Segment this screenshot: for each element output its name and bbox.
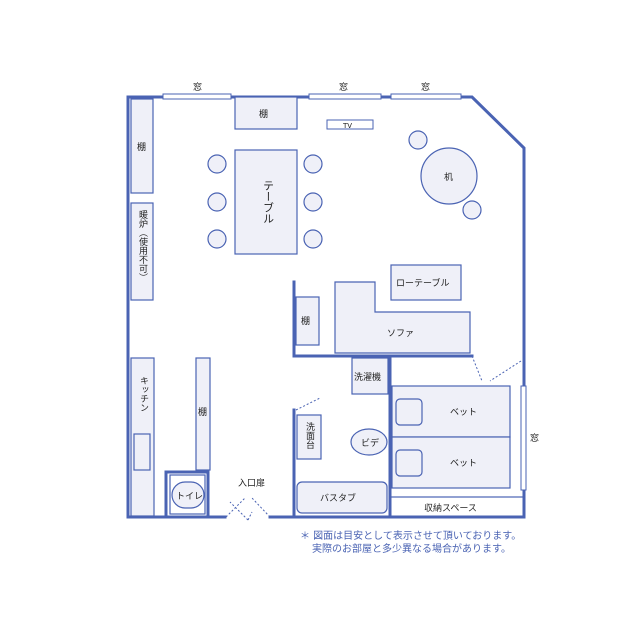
note-line-2: 実際のお部屋と多少異なる場合があります。 <box>312 544 511 555</box>
kitchen-label: キッチン <box>138 376 149 412</box>
bidet-label: ビデ <box>361 437 379 449</box>
bathtub-label: バスタブ <box>320 492 356 504</box>
chair <box>207 192 227 212</box>
low-table-label: ローテーブル <box>396 277 449 289</box>
bedroom-door <box>471 355 522 382</box>
shelf-top-label: 棚 <box>259 108 268 120</box>
bathroom-door <box>295 397 321 411</box>
entrance-door <box>225 497 271 521</box>
bathtub <box>296 481 388 514</box>
window-label-1: 窓 <box>193 81 202 93</box>
washbasin-label: 洗面台 <box>304 421 315 450</box>
toilet-label: トイレ <box>176 492 203 502</box>
bed-1-label: ベット <box>450 408 477 418</box>
window-top-3 <box>390 93 462 100</box>
tv-label: TV <box>342 122 352 130</box>
desk-chair <box>408 130 428 150</box>
bed-2-label: ベット <box>450 459 477 469</box>
note-line-1: ＊ 図面は目安として表示させて頂いております。 <box>300 531 522 542</box>
desk-chair <box>462 200 482 220</box>
dining-table <box>234 149 298 255</box>
chair <box>207 154 227 174</box>
bathroom-wall <box>292 280 474 358</box>
shelf-top <box>234 96 298 130</box>
toilet <box>171 481 205 509</box>
shelf-kitchen <box>195 357 211 471</box>
chair <box>303 229 323 249</box>
window-label-right: 窓 <box>530 432 539 444</box>
fireplace <box>130 202 154 301</box>
shelf-middle <box>295 296 320 346</box>
shelf-middle-label: 棚 <box>301 315 310 327</box>
entrance-label: 入口扉 <box>238 477 265 489</box>
sofa-label: ソファ <box>387 329 414 339</box>
disclaimer-note: ＊ 図面は目安として表示させて頂いております。 実際のお部屋と多少異なる場合があ… <box>300 530 630 556</box>
window-top-1 <box>162 93 232 100</box>
fireplace-label: 暖炉（使用不可） <box>137 209 148 282</box>
round-desk <box>420 147 478 205</box>
bed-2-pillow <box>395 449 423 477</box>
sofa <box>334 281 471 354</box>
window-top-2 <box>308 93 382 100</box>
storage-label: 収納スペース <box>424 502 477 514</box>
window-right <box>520 385 527 491</box>
bidet <box>350 428 388 456</box>
washer <box>351 357 389 395</box>
shelf-left <box>130 98 154 194</box>
washer-label: 洗濯機 <box>354 371 381 383</box>
window-label-2: 窓 <box>339 81 348 93</box>
shelf-kitchen-label: 棚 <box>198 406 207 418</box>
window-label-3: 窓 <box>421 81 430 93</box>
desk-label: 机 <box>444 171 453 183</box>
toilet-wall <box>164 470 210 519</box>
shelf-left-label: 棚 <box>137 141 146 153</box>
kitchen-sink <box>133 433 151 471</box>
washbasin <box>296 414 322 460</box>
low-table <box>390 264 462 301</box>
chair <box>303 192 323 212</box>
bed-1-pillow <box>395 398 423 426</box>
tv <box>326 119 374 130</box>
chair <box>303 154 323 174</box>
dining-table-label: テーブル <box>262 180 275 224</box>
storage-space <box>389 496 525 518</box>
chair <box>207 229 227 249</box>
toilet-room <box>169 474 206 515</box>
